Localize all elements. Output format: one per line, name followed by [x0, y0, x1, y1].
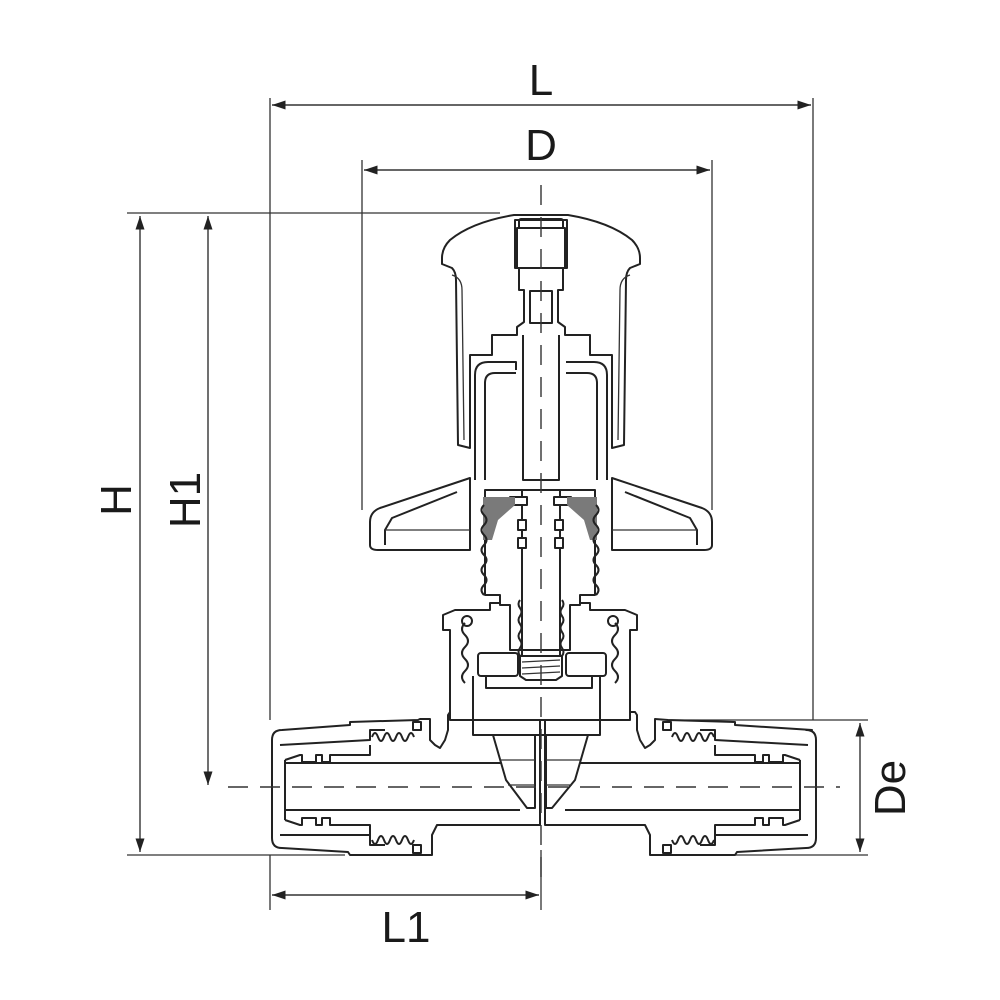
handle-wings	[369, 477, 713, 551]
dimension-H1: H1	[161, 216, 213, 785]
center-lines	[228, 185, 840, 880]
dimension-L: L	[269, 56, 814, 720]
label-L1: L1	[382, 903, 431, 952]
spindle	[480, 489, 600, 681]
valve-body	[228, 185, 840, 880]
label-H: H	[92, 484, 141, 516]
dimension-L1: L1	[269, 850, 542, 952]
dimension-H: H	[92, 212, 500, 856]
label-H1: H1	[161, 472, 210, 528]
right-connector	[544, 711, 817, 856]
label-De: De	[866, 760, 915, 816]
label-D: D	[525, 121, 557, 170]
left-connector	[271, 711, 541, 856]
dimension-D: D	[361, 121, 713, 510]
label-L: L	[529, 56, 553, 105]
